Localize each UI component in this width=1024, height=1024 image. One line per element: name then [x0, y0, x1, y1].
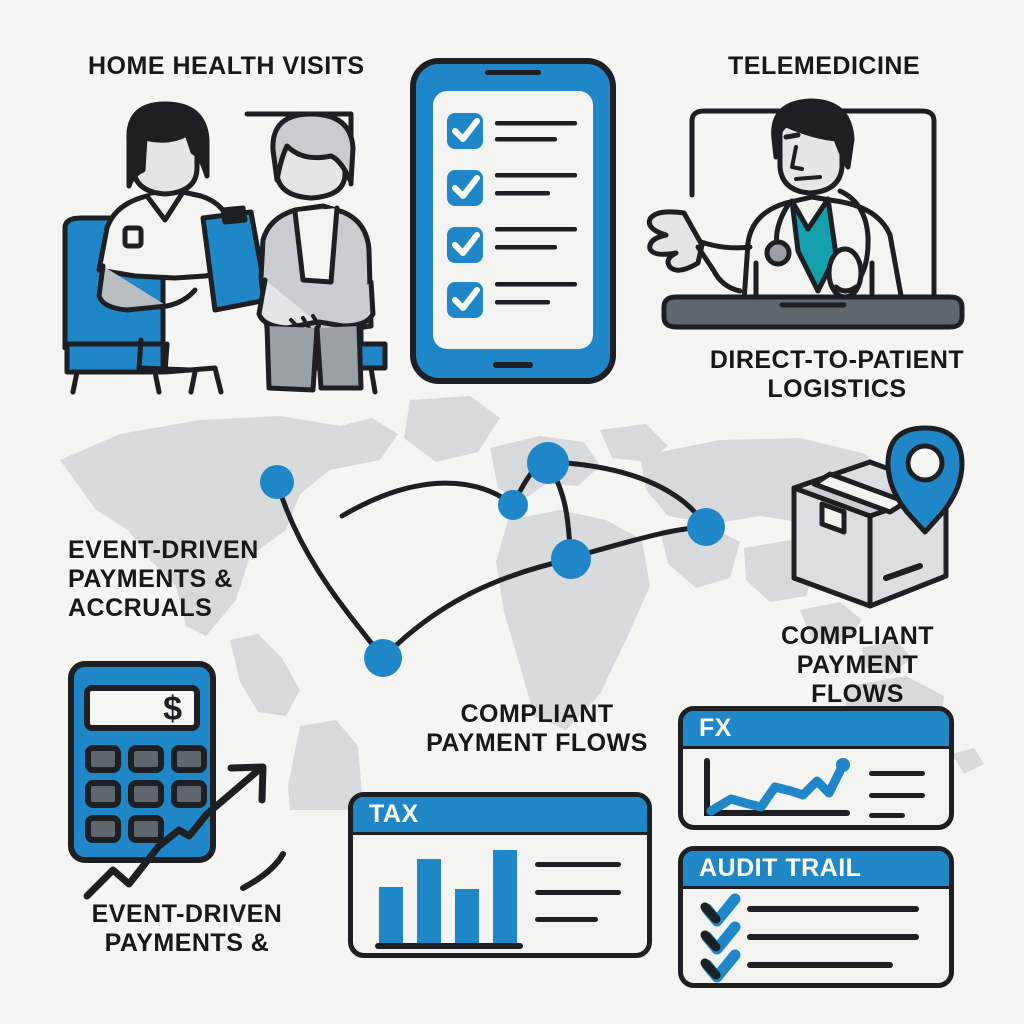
text-line	[535, 890, 621, 895]
tax-card-text-lines	[535, 862, 621, 922]
list-item	[447, 170, 577, 206]
tax-bar-chart	[375, 850, 621, 949]
trend-line	[706, 760, 848, 816]
accent-swoosh	[240, 851, 286, 891]
label-event-driven-payments-accruals: EVENT-DRIVEN PAYMENTS & ACCRUALS	[68, 536, 259, 622]
telemedicine-illustration	[646, 98, 965, 330]
tablet-home-button	[493, 362, 533, 368]
fx-card-text-lines	[869, 771, 925, 818]
chart-baseline	[375, 943, 523, 949]
fx-card-header: FX	[683, 711, 949, 749]
label-home-health-visits: HOME HEALTH VISITS	[88, 52, 365, 80]
text-line	[535, 917, 598, 922]
calculator-keys	[85, 745, 207, 843]
audit-card-body	[683, 889, 949, 983]
logistics-box-illustration	[791, 425, 965, 609]
label-direct-to-patient-logistics: DIRECT-TO-PATIENT LOGISTICS	[709, 346, 965, 403]
bar	[379, 887, 403, 945]
label-telemedicine: TELEMEDICINE	[728, 52, 921, 80]
tax-card-title: TAX	[369, 800, 419, 828]
fx-card[interactable]: FX	[678, 706, 954, 830]
tax-card-header: TAX	[353, 797, 647, 835]
audit-card-header: AUDIT TRAIL	[683, 851, 949, 889]
label-event-driven-payments-bottom: EVENT-DRIVEN PAYMENTS &	[91, 900, 283, 957]
tablet-checklist-illustration[interactable]	[405, 55, 625, 390]
check-icon	[452, 118, 480, 142]
label-compliant-payment-flows-center: COMPLIANT PAYMENT FLOWS	[426, 700, 648, 757]
laptop-base	[661, 294, 965, 330]
text-line	[535, 862, 621, 867]
tablet-checklist-items	[447, 113, 577, 318]
text-line	[869, 793, 925, 798]
list-item	[447, 113, 577, 149]
clipboard	[200, 205, 270, 313]
fx-line-chart	[704, 758, 925, 818]
list-item	[700, 921, 919, 955]
audit-trail-card[interactable]: AUDIT TRAIL	[678, 846, 954, 988]
tax-card-body	[353, 835, 647, 953]
list-item	[447, 282, 577, 318]
fx-card-title: FX	[699, 714, 732, 742]
text-line	[747, 962, 893, 968]
audit-checklist	[700, 893, 919, 983]
tax-card[interactable]: TAX	[348, 792, 652, 958]
growth-arrow-icon	[83, 763, 267, 900]
bar	[493, 850, 517, 945]
list-item	[700, 949, 893, 983]
text-line	[869, 813, 905, 818]
label-compliant-payment-flows-right: COMPLIANT PAYMENT FLOWS	[780, 622, 935, 708]
calculator-display-value: $	[163, 690, 182, 728]
trend-endpoint	[836, 758, 850, 772]
bar	[455, 889, 479, 945]
home-health-visit-illustration	[62, 101, 388, 395]
text-line	[747, 934, 919, 940]
text-line	[869, 771, 925, 776]
text-line	[747, 906, 919, 912]
check-icon	[452, 175, 480, 199]
list-item	[447, 227, 577, 263]
waving-hand	[646, 209, 705, 273]
check-icon	[452, 232, 480, 256]
calculator-display	[84, 685, 200, 731]
check-icon	[452, 287, 480, 311]
audit-card-title: AUDIT TRAIL	[699, 854, 862, 882]
fx-card-body	[683, 749, 949, 825]
tablet-speaker	[485, 70, 541, 75]
bar	[417, 859, 441, 945]
calculator-illustration: $	[68, 661, 286, 900]
list-item	[700, 893, 919, 927]
